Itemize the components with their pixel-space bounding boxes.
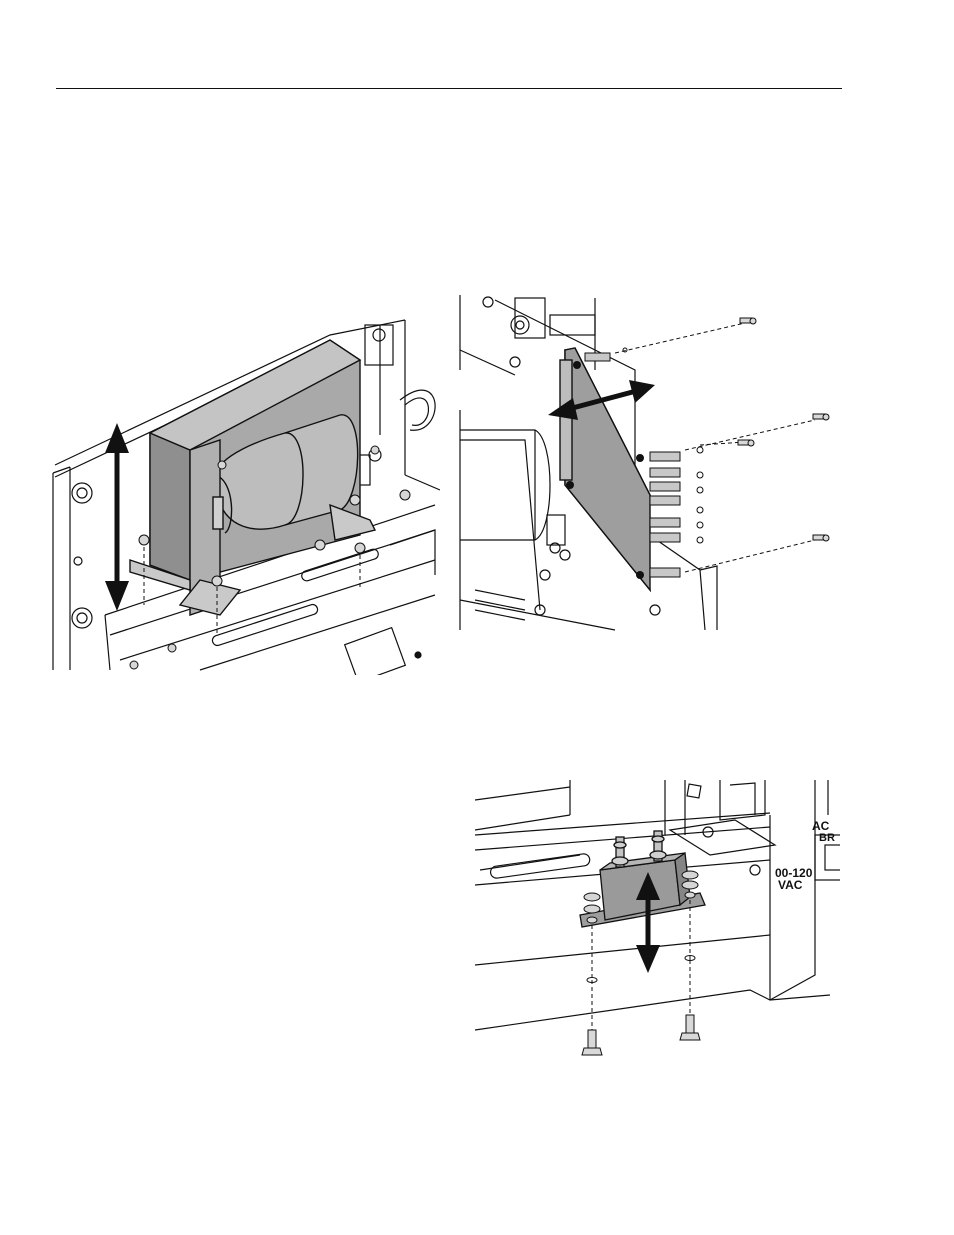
lift-direction-arrow bbox=[105, 423, 129, 611]
transformer-figure bbox=[50, 315, 440, 675]
breaker-figure: AC BR 00-120 VAC bbox=[470, 775, 840, 1065]
breaker-illustration: AC BR 00-120 VAC bbox=[470, 775, 840, 1065]
board-figure bbox=[455, 290, 840, 632]
ac-label: AC bbox=[812, 819, 830, 833]
br-label: BR bbox=[819, 832, 835, 844]
header-rule bbox=[56, 88, 842, 89]
circuit-board-illustration bbox=[455, 290, 840, 632]
transformer-illustration bbox=[50, 315, 440, 675]
vac-label: VAC bbox=[778, 878, 803, 892]
